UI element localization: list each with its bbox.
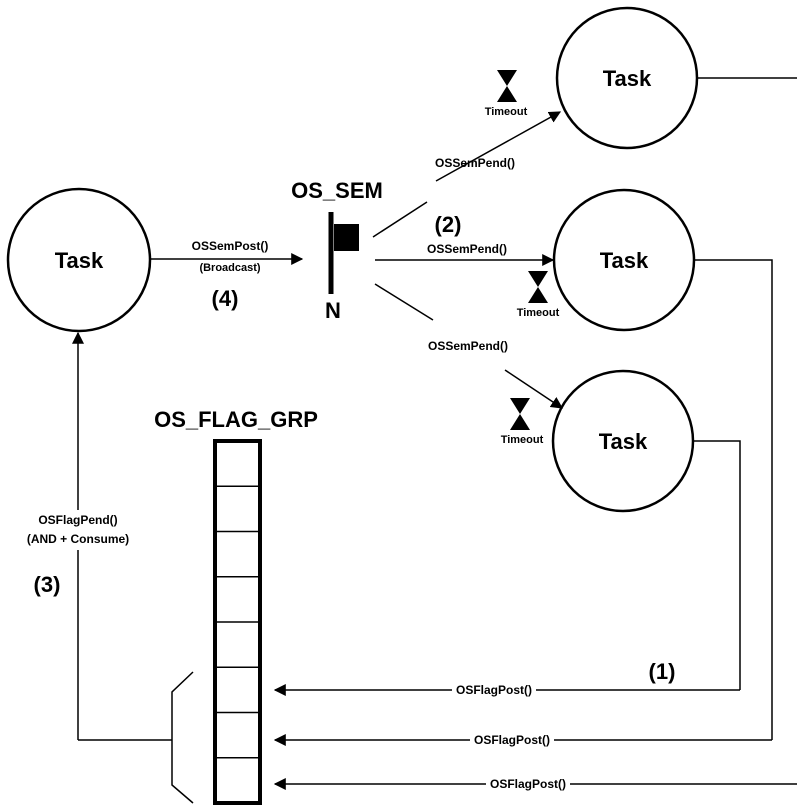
step-1-label: (1): [649, 659, 676, 684]
sem-post-broadcast-label: (Broadcast): [199, 262, 260, 274]
step-2-label: (2): [435, 212, 462, 237]
task-left-label: Task: [55, 248, 104, 273]
pend-line-top-a: [372, 201, 428, 238]
flag-pend-label-bg: [10, 510, 146, 550]
semaphore-count-label: N: [325, 298, 341, 323]
pend-arrow-top: [435, 111, 562, 182]
semaphore-title: OS_SEM: [291, 178, 383, 203]
pend-label-bottom: OSSemPend(): [428, 339, 508, 353]
task-middle-label: Task: [600, 248, 649, 273]
sem-post-label: OSSemPost(): [192, 239, 269, 253]
flag-post-label-2: OSFlagPost(): [474, 733, 550, 747]
hourglass-icon-bottom: [510, 398, 530, 430]
flag-post-label-bg-1: [452, 682, 536, 697]
step-4-label: (4): [212, 286, 239, 311]
semaphore-flag-icon: [328, 212, 359, 294]
flag-pend-label: OSFlagPend(): [38, 513, 117, 527]
flag-post-label-bg-2: [470, 732, 554, 747]
hourglass-icon-middle: [528, 271, 548, 303]
pend-arrow-bottom: [504, 369, 563, 409]
task-bottom-label: Task: [599, 429, 648, 454]
task-bottom-outline: [693, 440, 741, 690]
timeout-label-middle: Timeout: [517, 307, 560, 319]
task-top-label: Task: [603, 66, 652, 91]
pend-line-bottom-a: [374, 283, 434, 321]
flag-group-register: [213, 439, 262, 805]
task-middle-outline: [694, 259, 773, 740]
task-middle: Task: [552, 188, 696, 332]
step-3-label: (3): [34, 572, 61, 597]
flag-post-label-3: OSFlagPost(): [490, 777, 566, 791]
pend-label-top: OSSemPend(): [435, 156, 515, 170]
task-top: Task: [555, 6, 699, 150]
and-bracket: [171, 671, 194, 804]
timeout-label-bottom: Timeout: [501, 434, 544, 446]
flag-group-title: OS_FLAG_GRP: [154, 407, 318, 432]
pend-label-middle: OSSemPend(): [427, 242, 507, 256]
timeout-label-top: Timeout: [485, 106, 528, 118]
task-bottom: Task: [551, 369, 695, 513]
flag-post-label-bg-3: [486, 776, 570, 791]
flag-post-label-1: OSFlagPost(): [456, 683, 532, 697]
task-left: Task: [6, 187, 152, 333]
hourglass-icon-top: [497, 70, 517, 102]
flag-pend-consume-label: (AND + Consume): [27, 532, 129, 546]
